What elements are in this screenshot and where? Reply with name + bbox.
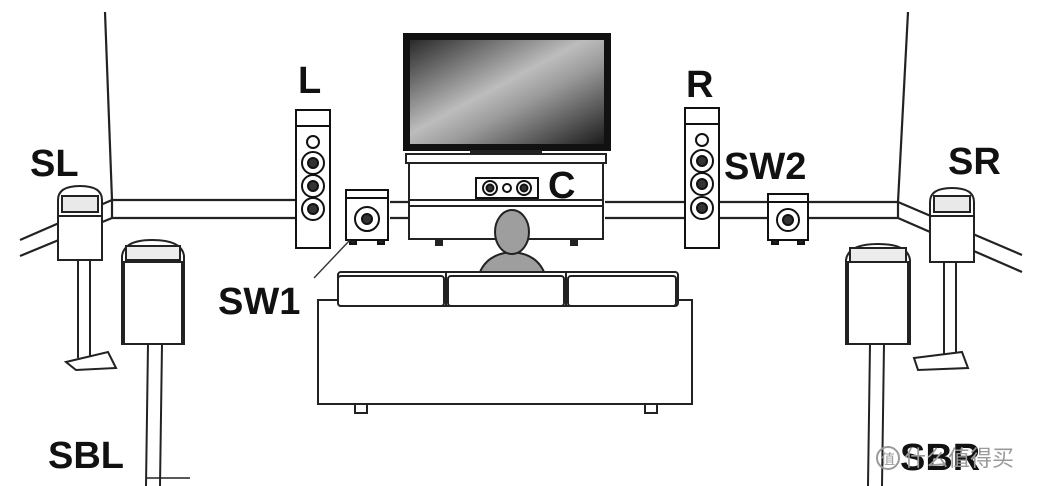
surround-right-speaker	[912, 186, 975, 372]
label-sw2: SW2	[724, 146, 806, 188]
tv	[403, 33, 611, 160]
label-sw1: SW1	[218, 281, 300, 323]
subwoofer-1	[313, 189, 389, 279]
sofa	[317, 271, 693, 414]
label-sr: SR	[948, 141, 1001, 183]
label-c: C	[548, 165, 575, 207]
center-speaker	[475, 177, 539, 199]
watermark-logo-mark: 值	[881, 452, 895, 468]
surround-left-speaker	[57, 184, 118, 372]
label-r: R	[686, 64, 713, 106]
watermark-logo-icon	[876, 446, 900, 470]
watermark: 值 什么值得买	[876, 446, 1014, 472]
surround-back-right-speaker	[845, 242, 911, 486]
label-sl: SL	[30, 143, 79, 185]
right-tower-speaker	[684, 107, 720, 249]
label-l: L	[298, 60, 321, 102]
left-tower-speaker	[295, 109, 331, 249]
surround-back-left-speaker	[121, 238, 190, 486]
label-sbr: SBR	[900, 437, 980, 479]
label-sbl: SBL	[48, 435, 124, 477]
subwoofer-2	[767, 193, 809, 245]
watermark-text: 什么值得买	[904, 447, 1014, 472]
